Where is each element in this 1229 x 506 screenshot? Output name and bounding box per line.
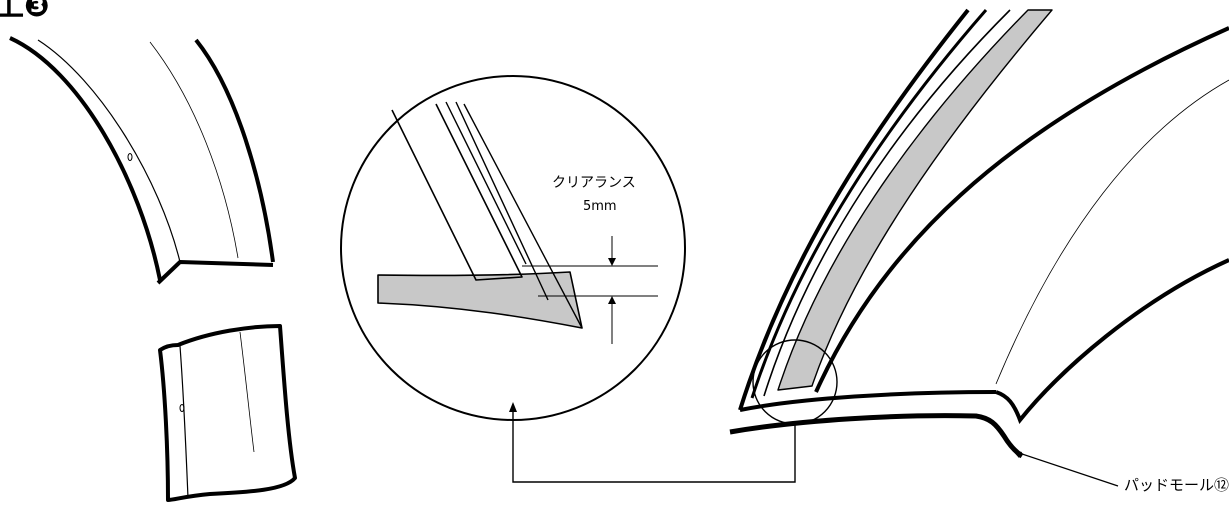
lower-panel-hole [179, 404, 185, 412]
detail-frame-line-outer [391, 103, 523, 281]
detail-leader-line [512, 410, 796, 483]
clearance-label: クリアランス [552, 175, 636, 191]
dim-upper-arrowhead [608, 258, 616, 266]
lower-panel-inner-edge [179, 345, 189, 499]
lower-panel-outline [158, 324, 297, 502]
detail-circle [340, 75, 686, 421]
detail-magnifier [340, 75, 686, 421]
sill-lower-line [729, 413, 1024, 459]
clearance-value: 5mm [583, 199, 617, 214]
lower-panel-fold-line [239, 331, 255, 453]
step-badge: 工❸ [0, 0, 50, 24]
lower-panel-left [158, 324, 297, 502]
upper-panel-bottom-edge [156, 260, 274, 285]
pad-callout-arrowhead [1012, 450, 1022, 458]
frame-outer-edge [738, 8, 970, 411]
pad-callout-line [1015, 451, 1119, 487]
detail-rail-2 [455, 101, 549, 301]
detail-leader-arrowhead [509, 402, 517, 412]
detail-marker-circle [752, 339, 838, 425]
sill-upper-line [739, 390, 997, 412]
molding-strip-shaded [777, 9, 1053, 391]
dim-lower-arrowhead [608, 296, 616, 304]
frame-inner-fold-line [995, 79, 1229, 385]
sill-corner [995, 258, 1229, 424]
detail-rail-3 [463, 103, 583, 329]
upper-panel-fold-line [149, 41, 239, 259]
detail-leader [509, 402, 796, 483]
upper-panel-inner-edge [37, 39, 181, 263]
upper-panel-outer-edge [9, 36, 162, 281]
upper-panel-hole [127, 153, 133, 161]
pad-callout [1012, 450, 1119, 487]
pad-molding-label: パッドモール⑫ [1124, 476, 1229, 494]
upper-panel-left [9, 36, 275, 285]
upper-panel-right-edge [194, 38, 275, 263]
frame-second-edge [750, 9, 988, 399]
frame-inner-edge [814, 26, 1229, 393]
detail-rail-1 [445, 101, 527, 265]
door-frame-right [729, 8, 1229, 459]
frame-third-edge [763, 9, 1011, 397]
